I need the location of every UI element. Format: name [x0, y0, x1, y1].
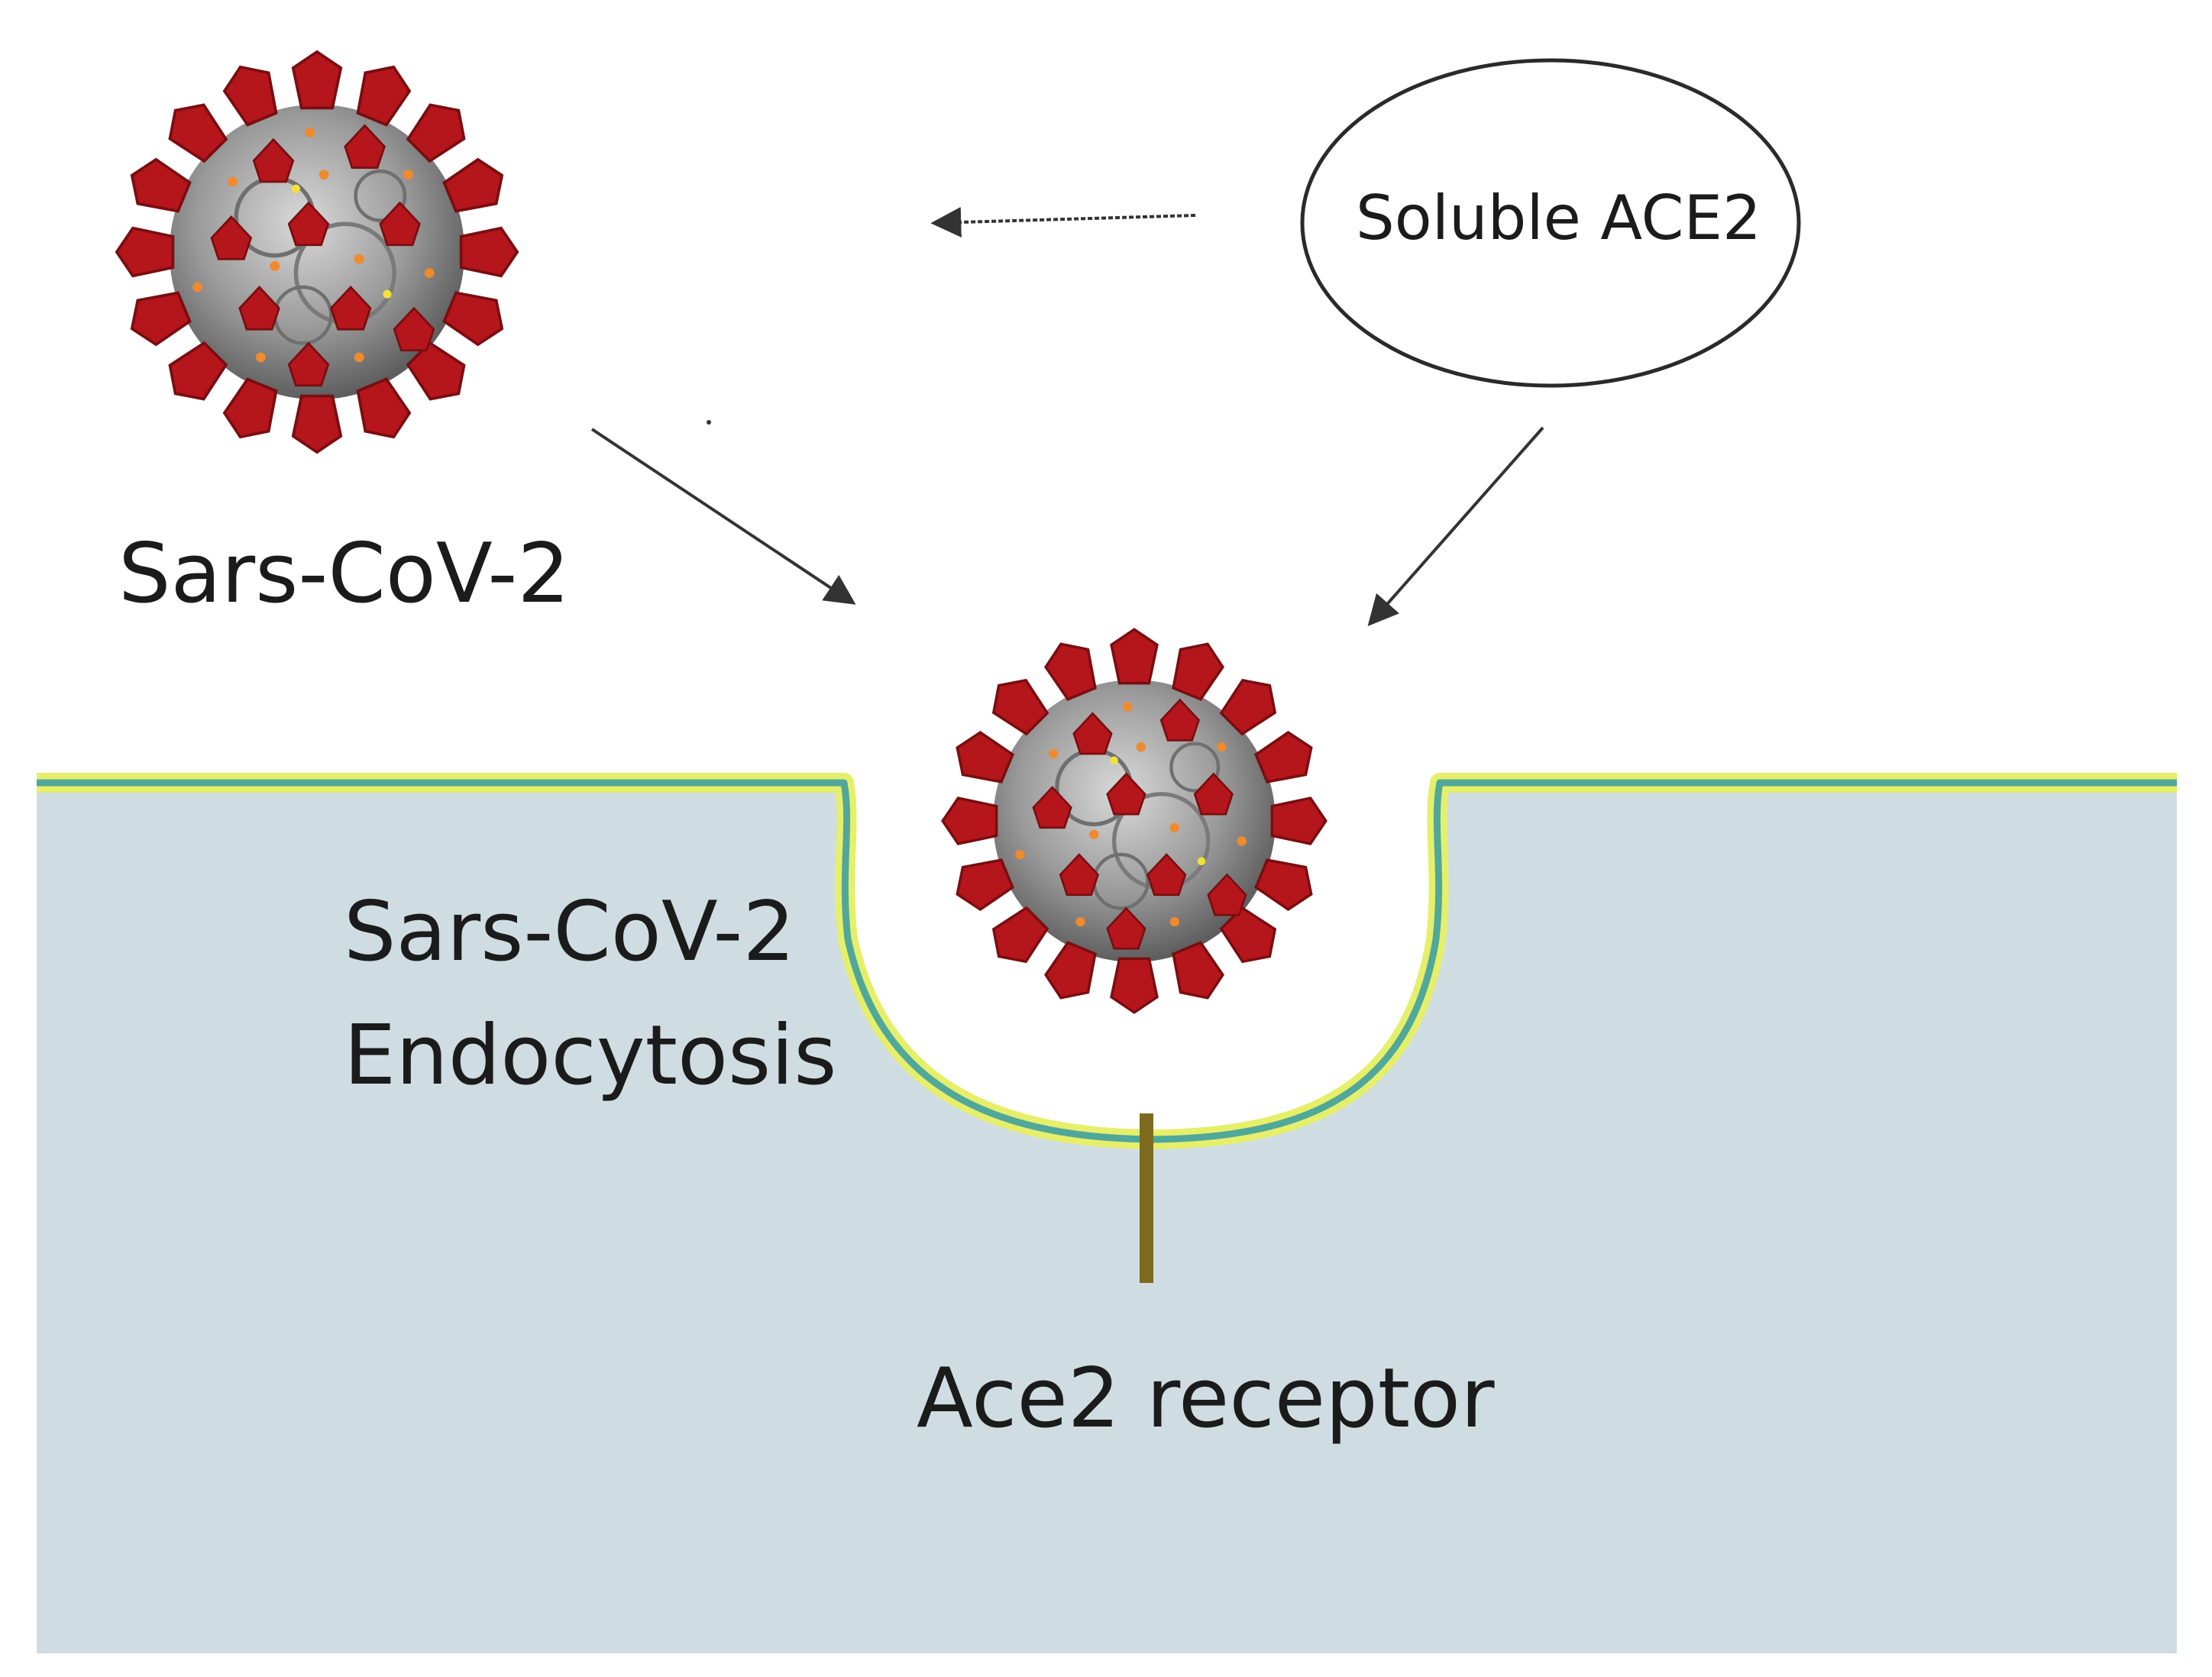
virus-endocytosed-particle: [943, 629, 1326, 1013]
speck-dot: [707, 420, 711, 425]
arrow-soluble-to-virus: [930, 207, 1196, 238]
endocytosis-label: Sars-CoV-2 Endocytosis: [344, 871, 837, 1118]
endocytosis-label-line1: Sars-CoV-2: [344, 884, 796, 980]
soluble-ace2-ellipse: [1300, 58, 1801, 388]
soluble-ace2-label: Soluble ACE2: [1356, 183, 1761, 254]
cell-body: [37, 783, 2177, 1653]
arrow-soluble-to-cell: [1367, 426, 1544, 626]
virus-free-label: Sars-CoV-2: [118, 526, 571, 622]
arrow-virus-to-cell: [590, 428, 856, 605]
endocytosis-label-line2: Endocytosis: [344, 1008, 837, 1103]
virus-free-particle: [117, 52, 517, 452]
ace2-receptor: [1140, 1113, 1153, 1283]
ace2-receptor-label: Ace2 receptor: [917, 1351, 1495, 1446]
